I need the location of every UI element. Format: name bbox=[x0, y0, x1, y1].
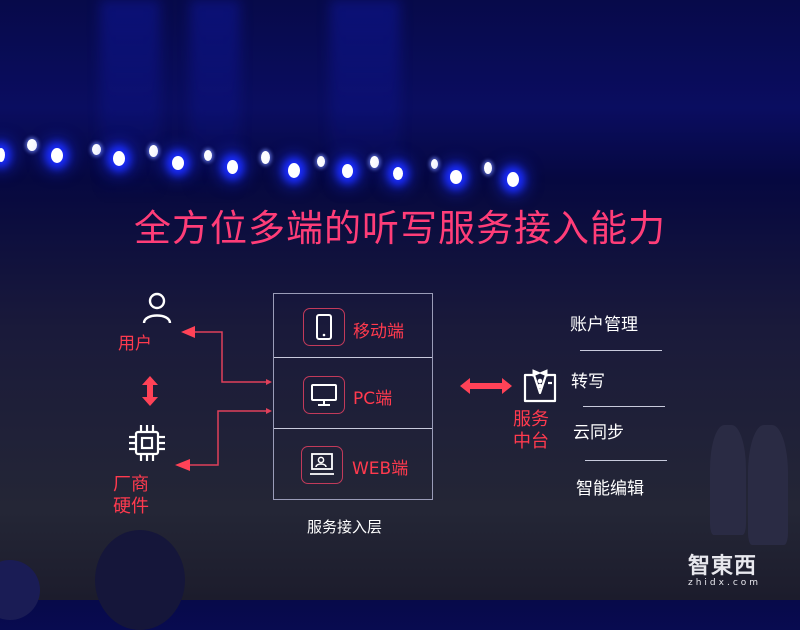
presenter-silhouette bbox=[710, 425, 746, 535]
divider bbox=[274, 357, 432, 358]
feature-separator bbox=[583, 406, 665, 407]
tuxedo-icon bbox=[522, 369, 558, 407]
monitor-icon bbox=[303, 376, 345, 414]
double-arrow-vertical-icon bbox=[142, 376, 158, 410]
slide-title: 全方位多端的听写服务接入能力 bbox=[134, 207, 666, 250]
feature-separator bbox=[580, 350, 662, 351]
service-hub-label-line2: 中台 bbox=[513, 431, 549, 452]
hardware-label-line2: 硬件 bbox=[113, 496, 149, 517]
access-item-pc[interactable]: PC端 bbox=[353, 389, 393, 409]
service-hub-label: 服务 中台 bbox=[513, 409, 549, 453]
audience-silhouette bbox=[95, 530, 185, 630]
connector-arrows bbox=[175, 326, 272, 471]
feature-cloud-sync: 云同步 bbox=[573, 423, 624, 443]
access-item-mobile[interactable]: 移动端 bbox=[353, 322, 404, 342]
watermark-logo: 智東西 zhidx.com bbox=[688, 548, 761, 588]
web-user-icon bbox=[301, 446, 343, 484]
user-label: 用户 bbox=[118, 334, 152, 354]
feature-transcription: 转写 bbox=[571, 372, 605, 392]
watermark-main: 智東西 bbox=[688, 554, 758, 579]
user-icon bbox=[140, 291, 174, 329]
feature-separator bbox=[585, 460, 667, 461]
access-item-web[interactable]: WEB端 bbox=[352, 459, 409, 479]
hardware-label-line1: 厂商 bbox=[113, 474, 149, 495]
feature-account-management: 账户管理 bbox=[570, 315, 638, 335]
hardware-label: 厂商 硬件 bbox=[113, 474, 149, 518]
divider bbox=[274, 428, 432, 429]
feature-smart-edit: 智能编辑 bbox=[576, 479, 644, 499]
stage-beam bbox=[100, 0, 160, 200]
double-arrow-horizontal-icon bbox=[460, 378, 512, 398]
mobile-phone-icon bbox=[303, 308, 345, 346]
chip-icon bbox=[127, 423, 167, 467]
service-hub-label-line1: 服务 bbox=[513, 409, 549, 430]
access-layer-box: 移动端 PC端 WEB端 bbox=[273, 293, 433, 500]
stage-beam bbox=[330, 0, 400, 200]
access-layer-caption: 服务接入层 bbox=[307, 518, 383, 536]
watermark-sub: zhidx.com bbox=[688, 578, 762, 588]
presenter-silhouette bbox=[748, 425, 788, 545]
